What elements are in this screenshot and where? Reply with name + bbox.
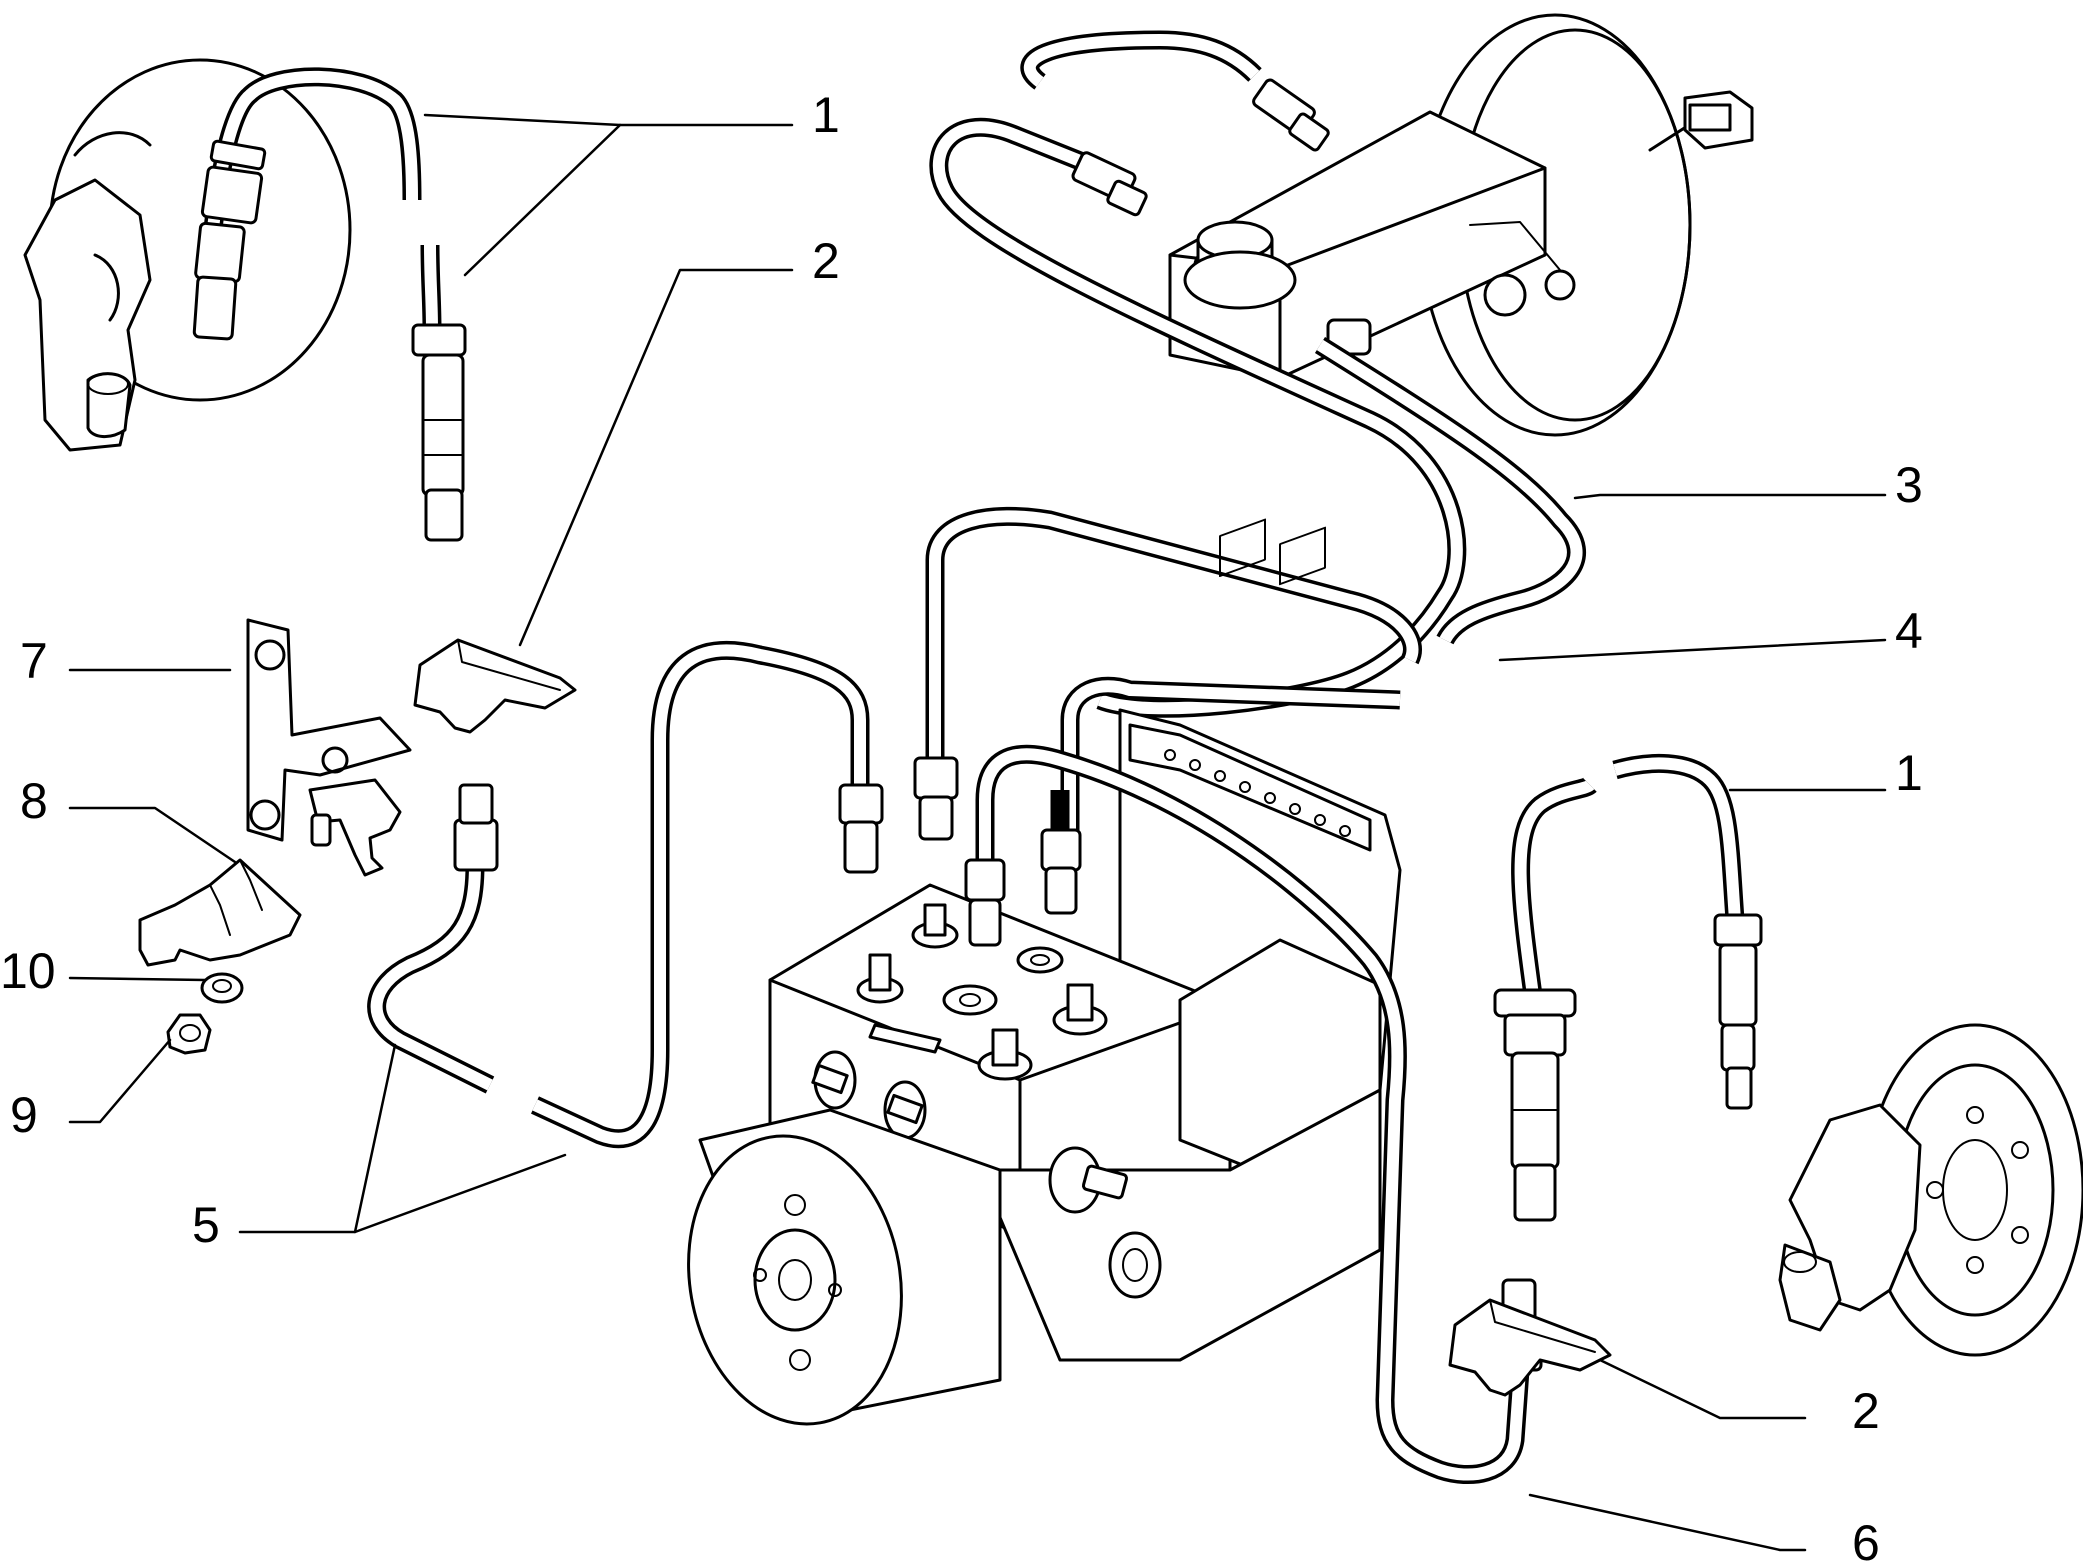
callout-9-nut: 9 — [10, 1087, 38, 1143]
callout-5-pipe: 5 — [192, 1197, 220, 1253]
master-cylinder — [1168, 110, 1576, 380]
callout-2-clip-right: 2 — [1852, 1383, 1880, 1439]
bracket-7 — [246, 618, 412, 877]
retaining-clip-2-left — [413, 638, 577, 734]
callout-1-front-hose: 1 — [812, 87, 840, 143]
rear-right-disc-and-caliper — [1778, 1023, 2083, 1357]
leader-lines — [68, 113, 1887, 1552]
callout-10-washer: 10 — [0, 943, 56, 999]
abs-ports — [856, 903, 1108, 1081]
callout-4-pipe: 4 — [1895, 603, 1923, 659]
callout-2-clip-left: 2 — [812, 233, 840, 289]
callout-7-bracket: 7 — [20, 633, 48, 689]
abs-hydraulic-unit — [687, 518, 1402, 1426]
callout-3-pipe: 3 — [1895, 457, 1923, 513]
rigid-pipe-3 — [1020, 30, 1587, 645]
nut-9 — [166, 1013, 212, 1055]
retaining-clip-2-right — [1448, 1298, 1612, 1397]
rear-right-flexible-hose — [1493, 754, 1763, 1222]
clip-8 — [138, 858, 302, 967]
callout-labels: 1 2 3 4 7 1 8 10 9 5 2 6 — [0, 87, 1923, 1565]
front-left-flexible-hose — [192, 67, 467, 542]
connector-pins — [1164, 749, 1351, 837]
callout-1-rear-hose: 1 — [1895, 745, 1923, 801]
front-left-caliper-assembly — [23, 58, 352, 452]
brake-servo-booster — [1418, 13, 1754, 437]
rigid-pipe-abs-inlet — [913, 506, 1422, 841]
callout-8-clip: 8 — [20, 773, 48, 829]
rigid-pipe-5 — [367, 640, 884, 1149]
callout-6-pipe: 6 — [1852, 1515, 1880, 1565]
washer-10 — [200, 972, 244, 1004]
rigid-pipe-abs-outlet — [1040, 790, 1082, 915]
